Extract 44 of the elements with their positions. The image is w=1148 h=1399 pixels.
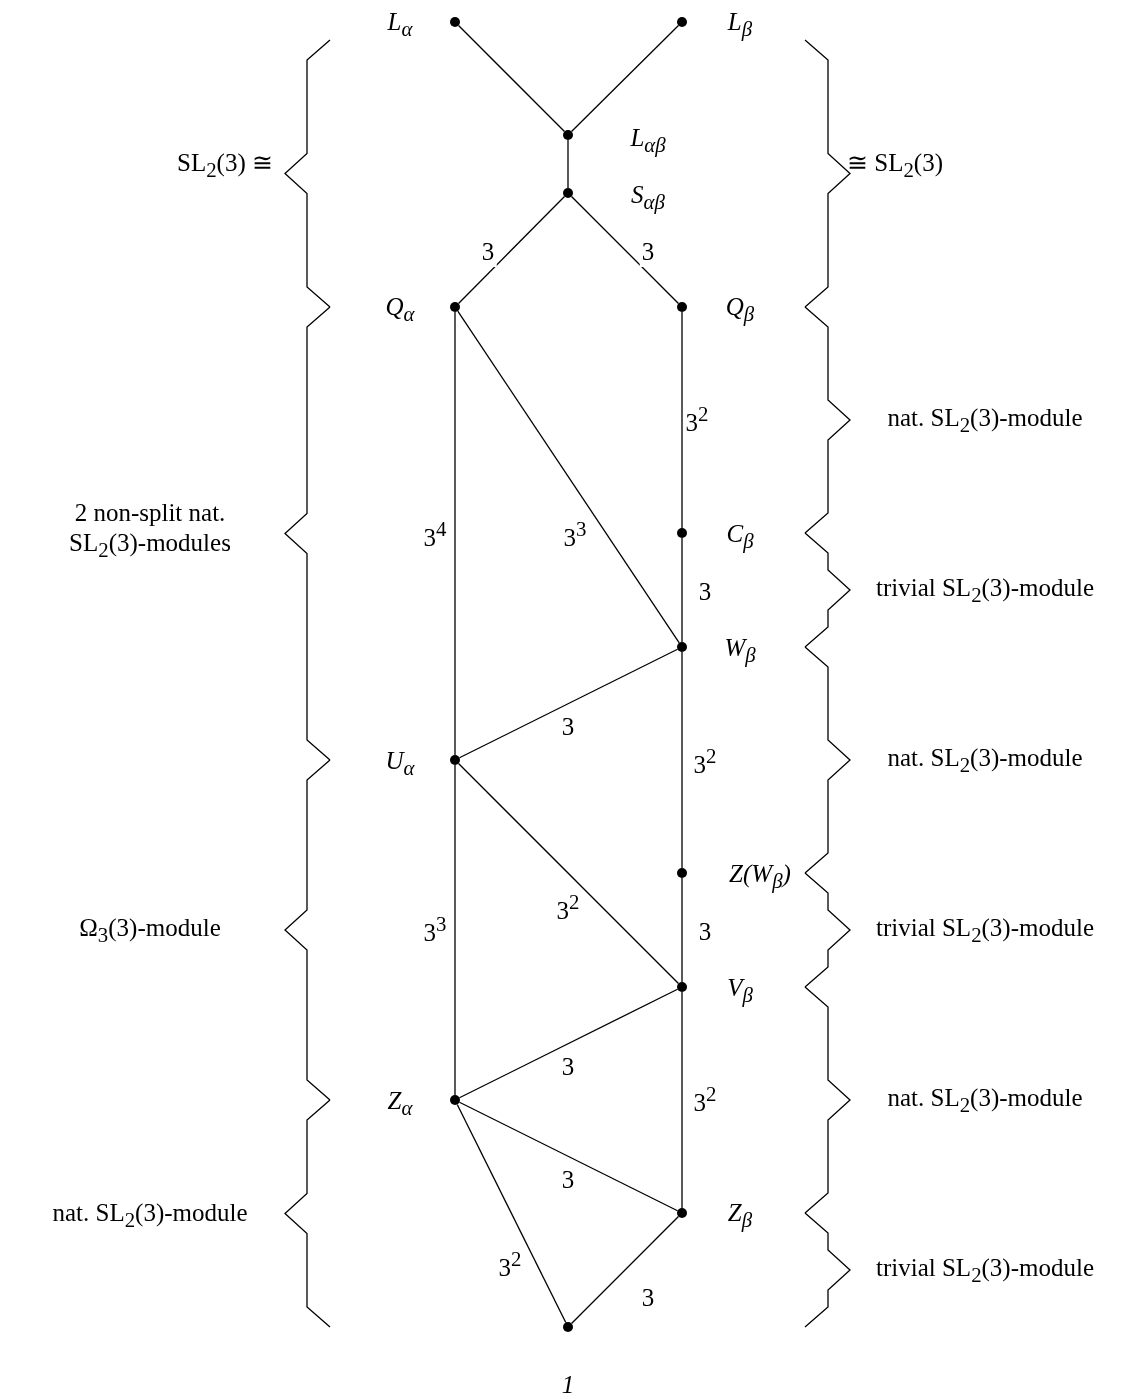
edge-line — [454, 764, 456, 1096]
vertex-label: Q$_{α}$ — [385, 291, 415, 327]
edge-line — [457, 24, 566, 133]
vertex-label: L$_{αβ}$ — [630, 122, 666, 158]
brace-label: trivial SL$_{2}$(3)-module — [876, 572, 1094, 608]
brace-label: nat. SL$_{2}$(3)-module — [887, 742, 1083, 778]
edge-line — [570, 1215, 680, 1325]
vertex-label: V$_{β}$ — [727, 972, 753, 1008]
edge-line — [681, 311, 683, 529]
edge-line — [681, 877, 683, 983]
vertex-label: W$_{β}$ — [724, 632, 756, 668]
brace-label: nat. SL$_{2}$(3)-module — [887, 1082, 1083, 1118]
vertex-label: Z$_{β}$ — [727, 1197, 753, 1233]
vertex-label: 1 — [561, 1370, 575, 1399]
edge-line — [567, 139, 569, 189]
brace-label: trivial SL$_{2}$(3)-module — [876, 912, 1094, 948]
edge-line — [457, 762, 680, 985]
brace-label: SL$_{2}$(3) ≅ — [176, 147, 274, 183]
edge-line — [681, 537, 683, 643]
edge-line — [457, 195, 566, 305]
edge-line — [570, 195, 680, 305]
brace-label: Ω$_{3}$(3)-module — [78, 912, 222, 948]
vertex-label: C$_{β}$ — [726, 518, 754, 554]
vertex-label: Q$_{β}$ — [725, 291, 755, 327]
edge-line — [681, 651, 683, 869]
vertex-label: Z(W$_{β}$) — [729, 858, 791, 894]
edge-line — [570, 24, 680, 133]
edge-line — [458, 1101, 679, 1212]
edge-line — [458, 988, 679, 1099]
vertex-label: Z$_{α}$ — [387, 1085, 413, 1121]
edge-line — [454, 311, 456, 756]
vertex-label: S$_{αβ}$ — [631, 179, 665, 215]
vertex-label: U$_{α}$ — [385, 745, 415, 781]
edge-line — [681, 991, 683, 1209]
brace-label: ≅ SL$_{2}$(3) — [847, 147, 943, 183]
edge-line — [457, 310, 680, 644]
brace-label: nat. SL$_{2}$(3)-module — [51, 1197, 249, 1233]
vertex-label: L$_{β}$ — [727, 6, 753, 42]
brace-label: trivial SL$_{2}$(3)-module — [876, 1252, 1094, 1288]
vertex-label: L$_{α}$ — [387, 6, 413, 42]
brace-label: nat. SL$_{2}$(3)-module — [887, 402, 1083, 438]
edge-line — [456, 1103, 567, 1324]
brace-label: 2 non-split nat. SL$_{2}$(3)-modules — [68, 497, 232, 563]
edge-line — [458, 648, 679, 759]
